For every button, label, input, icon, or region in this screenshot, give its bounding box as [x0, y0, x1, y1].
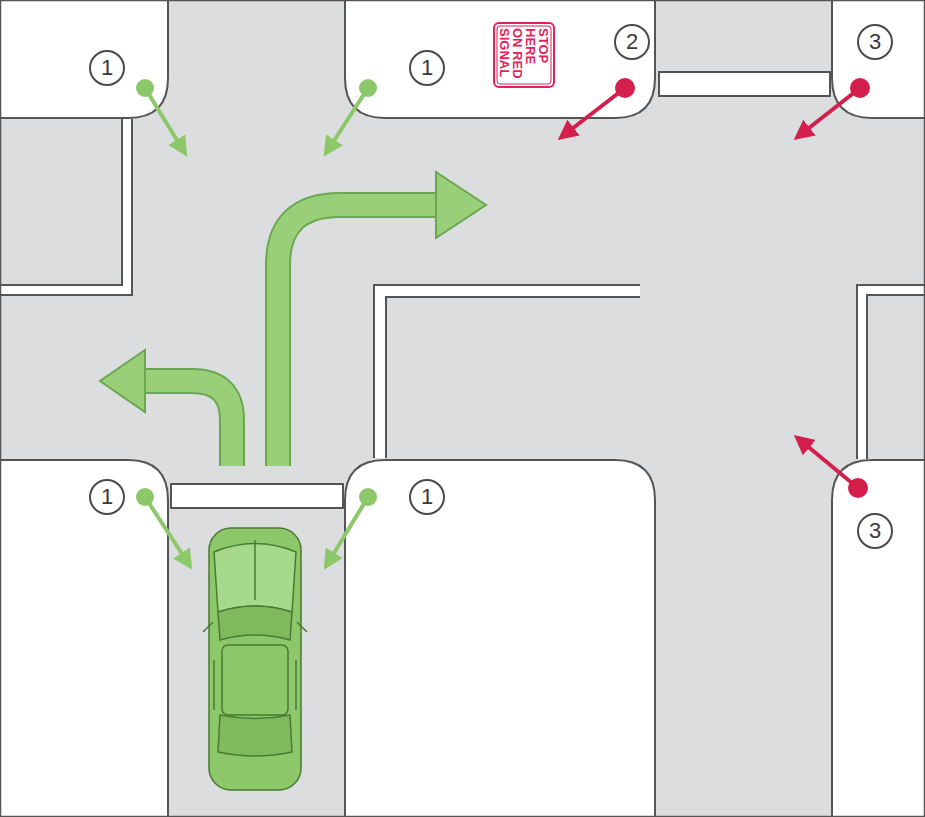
stop-sign: STOP HERE ON RED SIGNAL — [493, 22, 555, 88]
lane-lines — [0, 119, 925, 459]
callout-number: 1 — [421, 57, 433, 79]
callout-number: 1 — [101, 57, 113, 79]
callout-circle: 2 — [614, 24, 650, 60]
callout-circle: 1 — [409, 50, 445, 86]
stop-line — [171, 484, 343, 508]
signal-lights — [136, 78, 870, 563]
callout-circle: 3 — [857, 24, 893, 60]
callout-circle: 3 — [857, 513, 893, 549]
callout-number: 1 — [421, 486, 433, 508]
callout-number: 3 — [869, 31, 881, 53]
callout-number: 2 — [626, 31, 638, 53]
callout-number: 1 — [101, 486, 113, 508]
stop-line — [659, 72, 830, 96]
callout-circle: 1 — [409, 479, 445, 515]
callout-number: 3 — [869, 520, 881, 542]
turn-arrows — [100, 172, 486, 466]
callout-circle: 1 — [89, 50, 125, 86]
callout-circle: 1 — [89, 479, 125, 515]
sign-text: STOP HERE ON RED SIGNAL — [498, 28, 550, 82]
car — [203, 528, 307, 790]
